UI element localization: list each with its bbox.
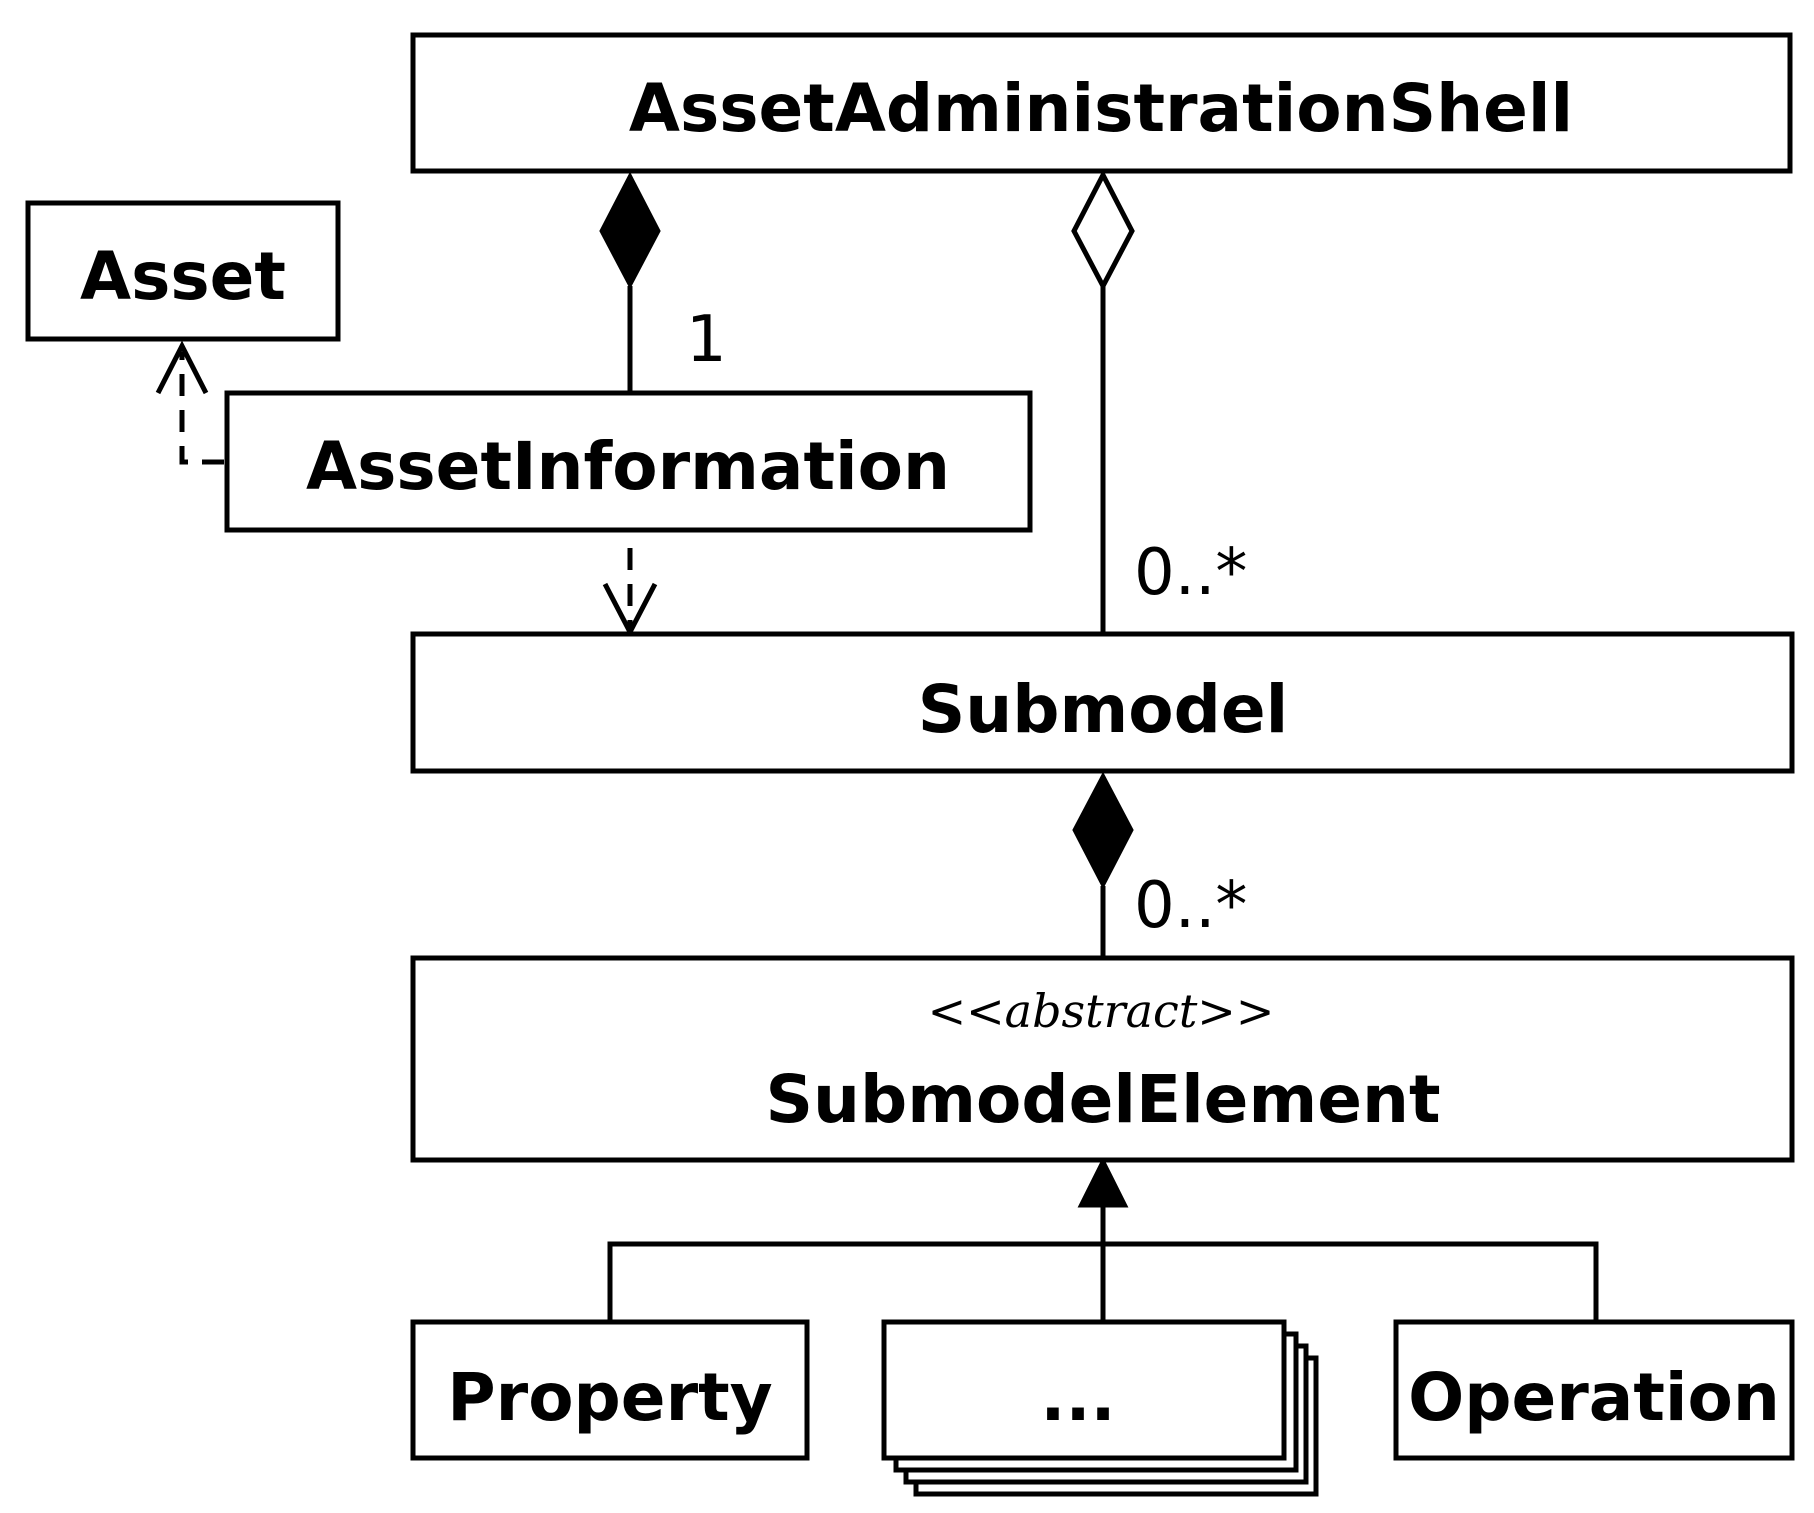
class-name: Operation <box>1408 1359 1780 1436</box>
class-stack-others: ... <box>881 1319 1319 1497</box>
multiplicity-label: 1 <box>686 303 727 377</box>
class-asset-information: AssetInformation <box>224 390 1033 533</box>
class-name: ... <box>1040 1359 1115 1436</box>
composition-aas-assetinformation <box>599 171 661 393</box>
stereotype-label: <<abstract>> <box>928 984 1275 1038</box>
filled-diamond-icon <box>1072 771 1134 890</box>
class-submodel: Submodel <box>410 631 1795 774</box>
generalization-submodelelement <box>607 1156 1599 1322</box>
class-operation: Operation <box>1393 1319 1795 1461</box>
class-submodel-element: <<abstract>> SubmodelElement <box>410 955 1795 1163</box>
dependency-assetinformation-asset <box>155 340 224 465</box>
hollow-triangle-icon <box>1077 1156 1129 1208</box>
class-name: Submodel <box>918 671 1289 748</box>
class-name: Asset <box>80 238 286 315</box>
composition-submodel-submodelelement <box>1072 771 1134 958</box>
multiplicity-label: 0..* <box>1134 536 1247 610</box>
class-name: SubmodelElement <box>765 1061 1440 1138</box>
hollow-diamond-icon <box>1071 169 1135 292</box>
filled-diamond-icon <box>599 171 661 290</box>
multiplicity-label: 0..* <box>1134 869 1247 943</box>
dependency-assetinformation-submodel <box>602 548 658 638</box>
aggregation-aas-submodel <box>1071 169 1135 634</box>
class-name: AssetInformation <box>306 428 950 505</box>
class-asset-administration-shell: AssetAdministrationShell <box>410 32 1793 174</box>
class-asset: Asset <box>25 200 341 342</box>
class-name: AssetAdministrationShell <box>629 70 1573 147</box>
class-name: Property <box>447 1359 772 1436</box>
open-arrow-icon <box>155 340 209 395</box>
class-property: Property <box>410 1319 810 1461</box>
